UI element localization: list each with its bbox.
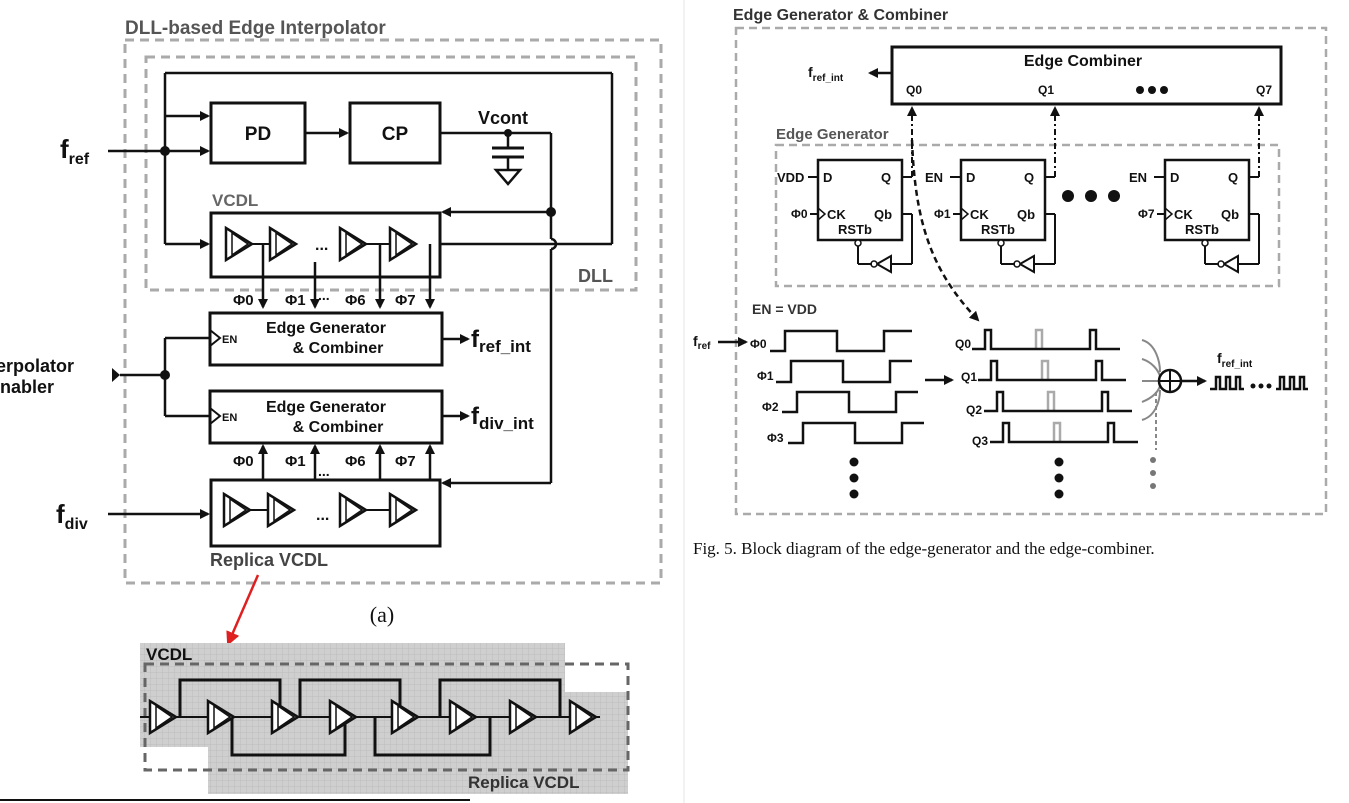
- cp-label: CP: [382, 124, 409, 145]
- egc-title: Edge Generator & Combiner: [733, 7, 948, 24]
- svg-text:EN: EN: [222, 412, 237, 424]
- flipflop-7: EN D Q Φ7 CK Qb RSTb: [1129, 158, 1260, 273]
- svg-text:Φ6: Φ6: [345, 453, 366, 470]
- svg-text:RSTb: RSTb: [1185, 222, 1219, 237]
- svg-text:CK: CK: [827, 207, 846, 222]
- svg-text:...: ...: [318, 287, 330, 303]
- svg-text:Qb: Qb: [1221, 207, 1239, 222]
- svg-text:Q3: Q3: [972, 434, 988, 448]
- svg-text:...: ...: [316, 507, 329, 524]
- svg-text:Φ7: Φ7: [395, 453, 416, 470]
- svg-text:Φ6: Φ6: [345, 292, 366, 309]
- svg-text:VDD: VDD: [777, 170, 804, 185]
- svg-text:Φ1: Φ1: [757, 369, 774, 383]
- pd-block: [209, 101, 307, 165]
- svg-text:Edge Combiner: Edge Combiner: [1024, 53, 1142, 70]
- svg-text:EN: EN: [925, 170, 943, 185]
- svg-text:Φ2: Φ2: [762, 400, 779, 414]
- svg-text:D: D: [823, 170, 832, 185]
- vcdl-label: VCDL: [212, 191, 258, 210]
- svg-text:Φ1: Φ1: [285, 453, 306, 470]
- svg-text:Q7: Q7: [1256, 83, 1272, 97]
- svg-text:Q: Q: [1228, 170, 1238, 185]
- svg-text:Qb: Qb: [874, 207, 892, 222]
- svg-text:Φ7: Φ7: [395, 292, 416, 309]
- interpolator-title: DLL-based Edge Interpolator: [125, 18, 386, 39]
- edge-combiner-block: [890, 45, 1283, 106]
- wave-fref-label: fref: [693, 333, 711, 352]
- svg-text:Qb: Qb: [1017, 207, 1035, 222]
- svg-text:CK: CK: [970, 207, 989, 222]
- svg-text:Q0: Q0: [955, 337, 971, 351]
- dll-boundary: [144, 55, 638, 292]
- svg-text:Q0: Q0: [906, 83, 922, 97]
- svg-text:& Combiner: & Combiner: [293, 340, 384, 357]
- svg-text:Replica VCDL: Replica VCDL: [468, 773, 579, 792]
- svg-text:Φ1: Φ1: [285, 292, 306, 309]
- left-panel: DLL-based Edge Interpolator DLL fref PD …: [0, 18, 663, 801]
- svg-text:CK: CK: [1174, 207, 1193, 222]
- fdiv-label: fdiv: [56, 499, 88, 533]
- svg-text:EN: EN: [1129, 170, 1147, 185]
- svg-text:Φ3: Φ3: [767, 431, 784, 445]
- svg-text:EN: EN: [222, 334, 237, 346]
- svg-text:RSTb: RSTb: [981, 222, 1015, 237]
- svg-text:Φ0: Φ0: [233, 453, 254, 470]
- svg-text:Q1: Q1: [1038, 83, 1054, 97]
- fref-int-label: fref_int: [471, 326, 531, 356]
- svg-text:Q: Q: [1024, 170, 1034, 185]
- svg-text:Edge Generator: Edge Generator: [266, 399, 386, 416]
- svg-text:Q1: Q1: [961, 370, 977, 384]
- dll-label: DLL: [578, 266, 613, 286]
- flipflop-1: EN D Q Φ1 CK Qb RSTb: [925, 158, 1056, 273]
- svg-text:Φ7: Φ7: [1138, 207, 1155, 221]
- fref-label: fref: [60, 134, 90, 168]
- fig-caption: Fig. 5. Block diagram of the edge-genera…: [693, 539, 1155, 558]
- svg-text:Enabler: Enabler: [0, 377, 54, 397]
- fdiv-int-label: fdiv_int: [471, 403, 534, 433]
- svg-text:Φ0: Φ0: [233, 292, 254, 309]
- svg-text:Φ0: Φ0: [791, 207, 808, 221]
- en-vdd-label: EN = VDD: [752, 301, 817, 317]
- caption-a: (a): [370, 602, 394, 627]
- pd-label: PD: [245, 124, 271, 145]
- egc-block-div: [208, 389, 444, 445]
- svg-text:Φ1: Φ1: [934, 207, 951, 221]
- svg-text:...: ...: [315, 237, 328, 254]
- layout-image: VCDL Replica VCDL: [140, 643, 630, 794]
- edge-generator-label: Edge Generator: [776, 126, 889, 143]
- svg-text:Φ0: Φ0: [750, 337, 767, 351]
- svg-text:D: D: [966, 170, 975, 185]
- vcont-label: Vcont: [478, 108, 528, 128]
- svg-text:Interpolator: Interpolator: [0, 356, 74, 376]
- svg-text:Q2: Q2: [966, 403, 982, 417]
- right-panel: Edge Generator & Combiner Edge Combiner …: [693, 7, 1328, 558]
- combiner-out-label: fref_int: [808, 64, 844, 84]
- egc-boundary: [734, 26, 1328, 516]
- svg-text:Q: Q: [881, 170, 891, 185]
- svg-text:D: D: [1170, 170, 1179, 185]
- flipflop-0: VDD D Q Φ0 CK Qb RSTb: [777, 158, 913, 273]
- svg-text:VCDL: VCDL: [146, 645, 192, 664]
- output-label: fref_int: [1217, 350, 1253, 370]
- svg-text:...: ...: [318, 463, 330, 479]
- svg-text:Edge Generator: Edge Generator: [266, 320, 386, 337]
- svg-text:& Combiner: & Combiner: [293, 419, 384, 436]
- svg-text:RSTb: RSTb: [838, 222, 872, 237]
- replica-label: Replica VCDL: [210, 550, 328, 570]
